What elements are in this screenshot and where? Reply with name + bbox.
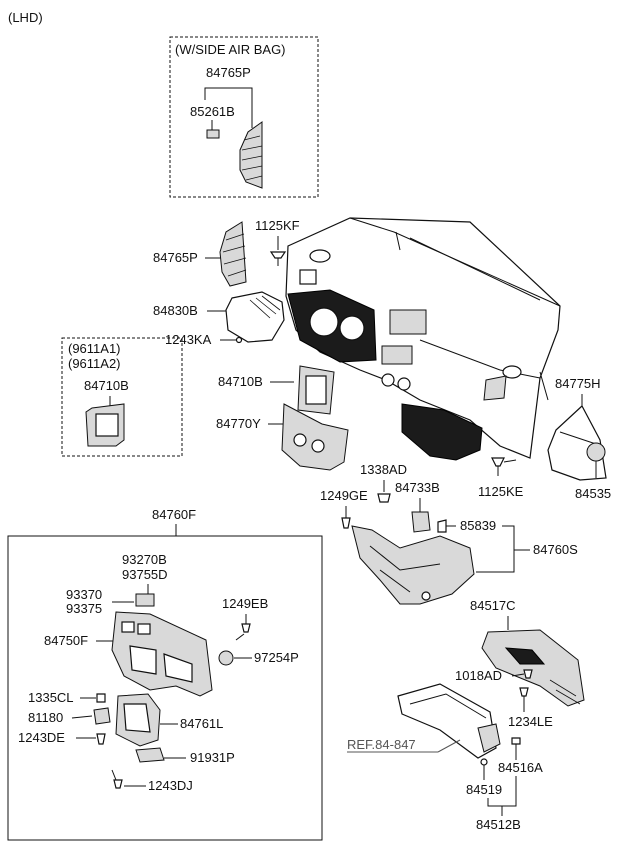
- clip-85839: [437, 519, 447, 533]
- screw-1125KF: [269, 251, 287, 266]
- label-84516A[interactable]: 84516A: [498, 760, 543, 775]
- label-1243DJ[interactable]: 1243DJ: [148, 778, 193, 793]
- crash-pad-main: [285, 217, 561, 461]
- label-1249EB[interactable]: 1249EB: [222, 596, 268, 611]
- label-1234LE[interactable]: 1234LE: [508, 714, 553, 729]
- bracket-84761L: [115, 693, 161, 747]
- bracket-84733B: [411, 511, 431, 533]
- side-cover-84775H: [547, 405, 607, 481]
- label-84765P-top[interactable]: 84765P: [206, 65, 251, 80]
- label-84710B[interactable]: 84710B: [218, 374, 263, 389]
- option-line-2: (9611A2): [68, 356, 121, 371]
- label-84830B[interactable]: 84830B: [153, 303, 198, 318]
- option-box: [61, 337, 183, 457]
- label-93270B[interactable]: 93270B: [122, 552, 167, 567]
- lower-crash-pad-84760S: [351, 525, 475, 605]
- leader-84512B: [487, 776, 517, 816]
- screw-1243DE: [96, 733, 106, 745]
- screw-1243KA: [235, 336, 243, 344]
- label-84775H[interactable]: 84775H: [555, 376, 601, 391]
- center-panel-option-part: [85, 403, 125, 447]
- label-1243DE[interactable]: 1243DE: [18, 730, 65, 745]
- label-91931P[interactable]: 91931P: [190, 750, 235, 765]
- label-85839[interactable]: 85839: [460, 518, 496, 533]
- part-97254P: [218, 650, 234, 666]
- lower-panel-box: [7, 535, 323, 841]
- label-1338AD[interactable]: 1338AD: [360, 462, 407, 477]
- label-84760S[interactable]: 84760S: [533, 542, 578, 557]
- screw-1249EB: [235, 623, 251, 641]
- stopper-84519: [480, 758, 488, 780]
- label-97254P[interactable]: 97254P: [254, 650, 299, 665]
- label-93370[interactable]: 93370: [66, 587, 102, 602]
- side-airbag-grille-part: [239, 121, 263, 189]
- label-85261B[interactable]: 85261B: [190, 104, 235, 119]
- label-1125KF[interactable]: 1125KF: [255, 218, 300, 233]
- label-93755D[interactable]: 93755D: [122, 567, 168, 582]
- passenger-airbag-cover-84830B: [225, 291, 285, 343]
- label-84770Y[interactable]: 84770Y: [216, 416, 261, 431]
- screw-1249GE: [341, 517, 351, 529]
- label-84765P[interactable]: 84765P: [153, 250, 198, 265]
- screw-1234LE: [519, 687, 529, 712]
- label-84519[interactable]: 84519: [466, 782, 502, 797]
- glove-box-housing-84517C: [481, 629, 585, 707]
- leader-dash-right: [539, 371, 549, 401]
- screw-1125KE: [491, 457, 517, 476]
- center-fascia-84770Y: [281, 403, 349, 471]
- label-1125KE[interactable]: 1125KE: [478, 484, 524, 499]
- glove-box-door: [397, 683, 501, 759]
- label-84761L[interactable]: 84761L: [180, 716, 223, 731]
- part-81180: [93, 707, 111, 725]
- side-airbag-label-sticker: [206, 129, 220, 139]
- leader-1018AD: [511, 673, 525, 677]
- nut-1338AD: [377, 493, 391, 503]
- switch-93270B: [135, 593, 155, 607]
- nut-1018AD: [523, 669, 533, 679]
- label-93375[interactable]: 93375: [66, 601, 102, 616]
- label-84710B-option[interactable]: 84710B: [84, 378, 129, 393]
- side-airbag-title: (W/SIDE AIR BAG): [175, 42, 286, 57]
- label-1335CL[interactable]: 1335CL: [28, 690, 74, 705]
- screw-1243DJ: [111, 769, 123, 789]
- option-line-1: (9611A1): [68, 341, 121, 356]
- leader-84765P-top: [204, 87, 253, 128]
- variant-label: (LHD): [8, 10, 43, 25]
- lower-panel-84750F: [111, 611, 213, 697]
- side-grille-84765P: [219, 221, 247, 287]
- ref-leader: [437, 739, 461, 753]
- label-84512B[interactable]: 84512B: [476, 817, 521, 832]
- label-84517C[interactable]: 84517C: [470, 598, 516, 613]
- side-airbag-box: [169, 36, 319, 198]
- ref-84-847[interactable]: REF.84-847: [347, 737, 416, 752]
- part-91931P: [135, 747, 165, 763]
- label-84750F[interactable]: 84750F: [44, 633, 88, 648]
- label-1249GE[interactable]: 1249GE: [320, 488, 368, 503]
- leader-84760S: [476, 525, 530, 573]
- clip-1335CL: [96, 693, 106, 703]
- label-1018AD[interactable]: 1018AD: [455, 668, 502, 683]
- hinge-84516A: [511, 737, 521, 760]
- leader-81180: [71, 715, 93, 719]
- label-84535[interactable]: 84535: [575, 486, 611, 501]
- label-84733B[interactable]: 84733B: [395, 480, 440, 495]
- label-84760F[interactable]: 84760F: [152, 507, 196, 522]
- clip-84535: [586, 442, 606, 462]
- center-panel-84710B: [297, 365, 335, 415]
- label-1243KA[interactable]: 1243KA: [165, 332, 212, 347]
- label-81180[interactable]: 81180: [28, 710, 63, 725]
